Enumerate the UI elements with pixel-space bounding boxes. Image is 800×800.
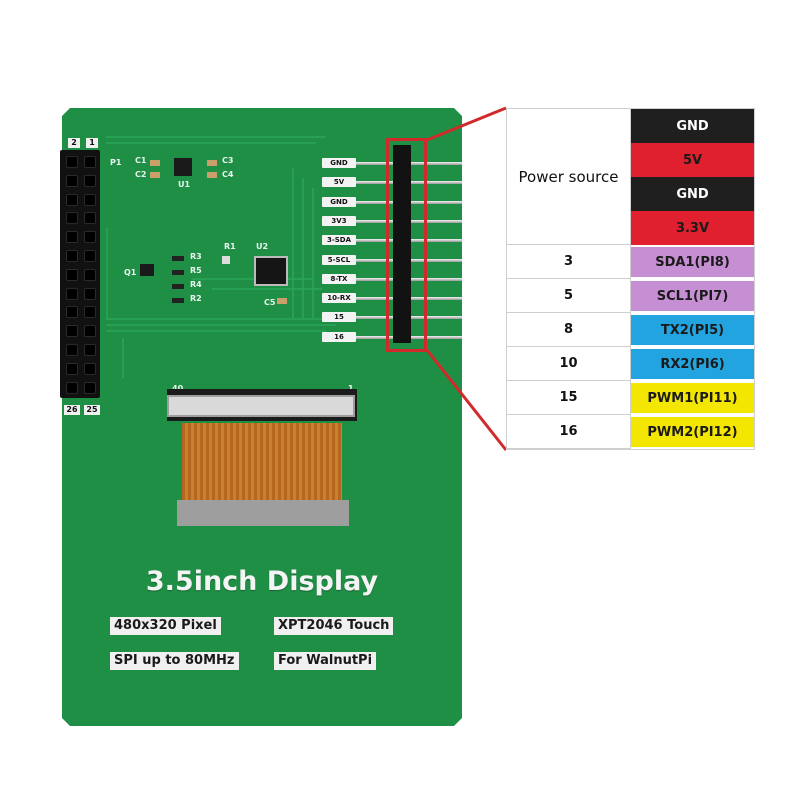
product-title: 3.5inch Display (145, 566, 379, 597)
ref-c5: C5 (264, 298, 276, 307)
ref-r2: R2 (190, 294, 202, 303)
pin-function-cell: TX2(PI5) (631, 315, 754, 345)
gpio-header-female (60, 150, 100, 398)
spec-spi: SPI up to 80MHz (110, 652, 239, 670)
pin-label: 8-TX (322, 273, 356, 284)
capacitor-c4 (207, 172, 217, 178)
pin-label: GND (322, 196, 356, 207)
header-hole (84, 344, 96, 356)
ref-r1: R1 (224, 242, 236, 251)
pin-label: 5V (322, 177, 356, 188)
pin-label: 10-RX (322, 293, 356, 304)
power-pin-cell: GND (631, 109, 754, 143)
header-hole (84, 193, 96, 206)
header-hole (66, 250, 78, 262)
header-label-2: 2 (68, 138, 80, 148)
pin-header-block (393, 145, 411, 343)
capacitor-c5 (277, 298, 287, 304)
callout-highlight (386, 138, 427, 352)
fpc-stiffener (177, 500, 349, 526)
fpc-latch (167, 395, 355, 417)
spec-resolution: 480x320 Pixel (110, 617, 221, 635)
power-source-label: Power source (507, 109, 631, 245)
power-pin-cell: 5V (631, 143, 754, 177)
header-hole (84, 306, 96, 319)
ref-r4: R4 (190, 280, 202, 289)
header-hole (66, 325, 78, 338)
header-hole (66, 362, 78, 375)
header-hole (66, 231, 78, 244)
header-hole (66, 156, 78, 168)
header-hole (84, 156, 96, 168)
resistor-r4 (172, 284, 184, 289)
ref-fpc-40: 40 (172, 384, 183, 393)
pin-function-cell: PWM1(PI11) (631, 383, 754, 413)
pin-function-cell: RX2(PI6) (631, 349, 754, 379)
header-hole (66, 268, 78, 281)
resistor-r3 (172, 256, 184, 261)
spec-touch: XPT2046 Touch (274, 617, 394, 635)
header-label-1: 1 (86, 138, 98, 148)
header-hole (84, 381, 96, 394)
chip-u2 (254, 256, 288, 286)
pin-function-cell: SDA1(PI8) (631, 247, 754, 277)
header-hole (66, 344, 78, 356)
ref-r3: R3 (190, 252, 202, 261)
ref-c2: C2 (135, 170, 147, 179)
header-hole (66, 174, 78, 187)
header-hole (84, 212, 96, 225)
ref-p1: P1 (110, 158, 122, 167)
pin-number-cell: 15 (507, 381, 631, 415)
ref-c3: C3 (222, 156, 234, 165)
header-hole (84, 231, 96, 244)
header-hole (84, 174, 96, 187)
transistor-q1 (140, 264, 154, 276)
header-hole (84, 268, 96, 281)
spec-platform: For WalnutPi (274, 652, 377, 670)
ref-u1: U1 (178, 180, 191, 189)
header-hole (84, 325, 96, 338)
ref-u2: U2 (256, 242, 269, 251)
pin-number-cell: 8 (507, 313, 631, 347)
resistor-r5 (172, 270, 184, 275)
pin-number-cell: 3 (507, 245, 631, 279)
pin-label: 15 (322, 312, 356, 323)
capacitor-c3 (207, 160, 217, 166)
ref-c4: C4 (222, 170, 234, 179)
ref-q1: Q1 (124, 268, 137, 277)
header-hole (84, 250, 96, 262)
header-label-25: 25 (84, 405, 100, 415)
header-hole (66, 381, 78, 394)
power-pin-cell: GND (631, 177, 754, 211)
pin-number-cell: 5 (507, 279, 631, 313)
header-label-26: 26 (64, 405, 80, 415)
header-hole (66, 212, 78, 225)
ref-c1: C1 (135, 156, 147, 165)
pin-function-cell: PWM2(PI12) (631, 417, 754, 447)
header-hole (66, 193, 78, 206)
pin-function-cell: SCL1(PI7) (631, 281, 754, 311)
pin-number-cell: 10 (507, 347, 631, 381)
pin-label: 3-SDA (322, 235, 356, 246)
pin-label: 3V3 (322, 215, 356, 226)
ref-fpc-1: 1 (348, 384, 354, 393)
capacitor-c1 (150, 160, 160, 166)
power-pin-cell: 3.3V (631, 211, 754, 245)
header-hole (84, 287, 96, 300)
regulator-u1 (174, 158, 192, 176)
ref-r5: R5 (190, 266, 202, 275)
header-hole (84, 362, 96, 375)
resistor-r1 (222, 256, 230, 264)
capacitor-c2 (150, 172, 160, 178)
pin-label: 5-SCL (322, 254, 356, 265)
header-hole (66, 306, 78, 319)
pin-label: 16 (322, 331, 356, 342)
pin-label: GND (322, 158, 356, 168)
header-hole (66, 287, 78, 300)
pin-number-cell: 16 (507, 415, 631, 449)
resistor-r2 (172, 298, 184, 303)
